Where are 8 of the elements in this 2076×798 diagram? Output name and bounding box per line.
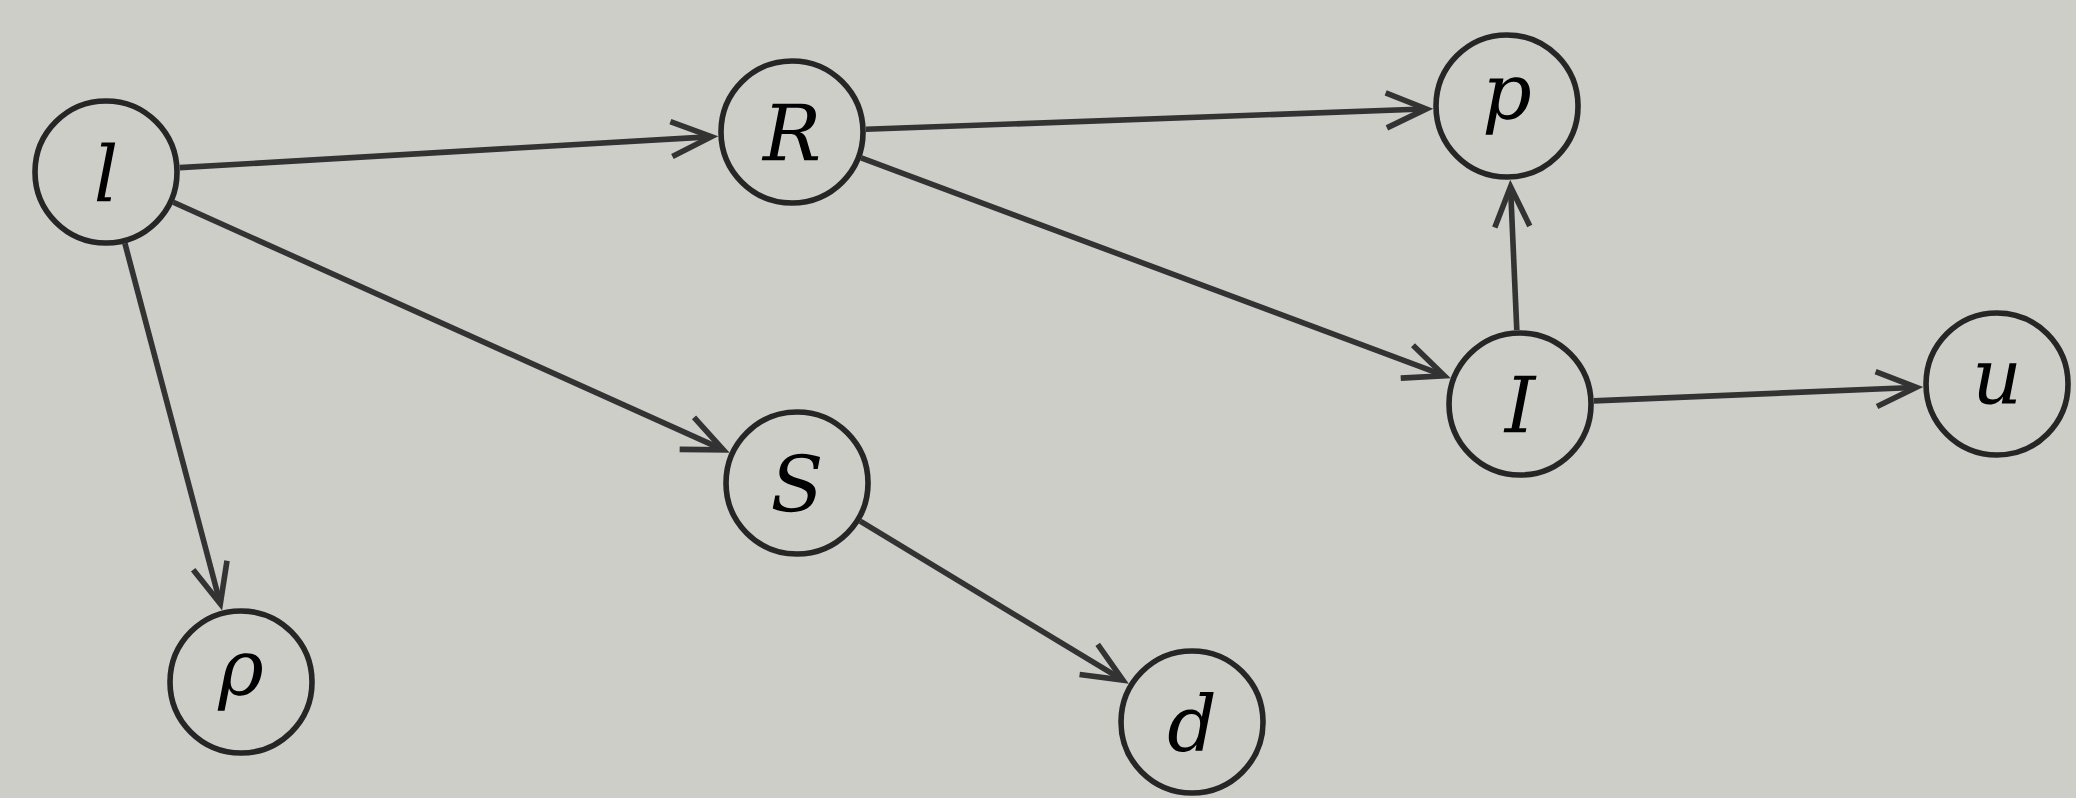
arrow bbox=[179, 118, 719, 171]
arrow bbox=[865, 90, 1434, 133]
arrow bbox=[1593, 368, 1924, 410]
arrow bbox=[1492, 179, 1533, 331]
arrow bbox=[122, 242, 230, 611]
arrow bbox=[858, 518, 1129, 684]
arrow bbox=[172, 199, 730, 453]
arrow bbox=[860, 155, 1451, 381]
